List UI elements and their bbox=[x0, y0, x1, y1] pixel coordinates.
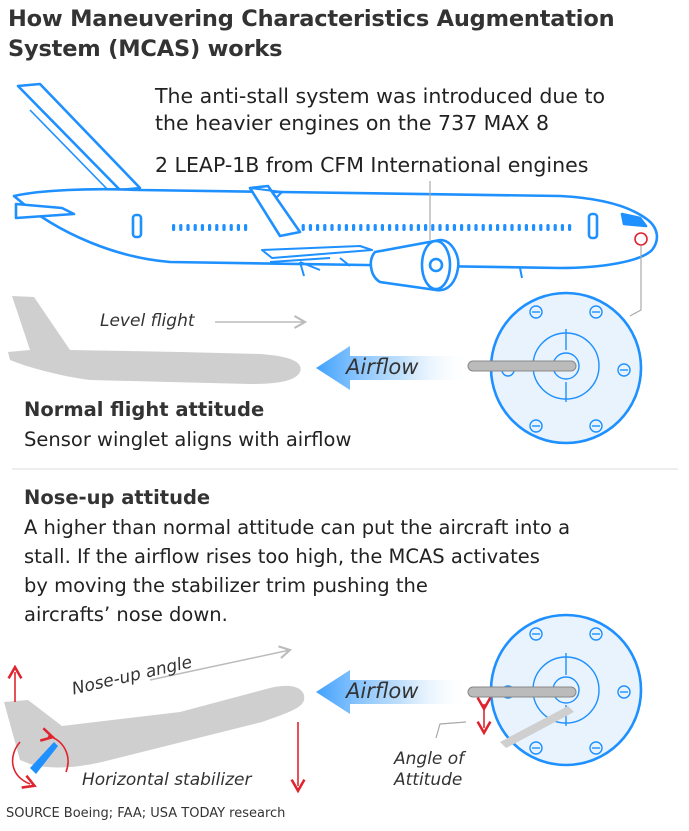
bolt bbox=[529, 741, 543, 755]
window bbox=[553, 224, 557, 231]
window bbox=[395, 224, 399, 231]
window bbox=[560, 224, 564, 231]
window bbox=[539, 224, 543, 231]
sensor-leader-line bbox=[629, 246, 642, 317]
bolt bbox=[529, 627, 543, 641]
window bbox=[424, 224, 428, 231]
page-title: How Maneuvering Characteristics Augmenta… bbox=[8, 6, 615, 62]
window bbox=[323, 224, 327, 231]
window bbox=[546, 224, 550, 231]
window bbox=[330, 224, 334, 231]
window bbox=[359, 224, 363, 231]
window bbox=[503, 224, 507, 231]
window bbox=[452, 224, 456, 231]
intro-line-2: the heavier engines on the 737 MAX 8 bbox=[155, 111, 549, 135]
window bbox=[193, 224, 197, 231]
aircraft-outline bbox=[12, 82, 659, 292]
noseup-plane-silhouette bbox=[4, 685, 305, 768]
window bbox=[186, 224, 190, 231]
window bbox=[215, 224, 219, 231]
window bbox=[301, 224, 305, 231]
window bbox=[200, 224, 204, 231]
window bbox=[352, 224, 356, 231]
window bbox=[208, 224, 212, 231]
window bbox=[236, 224, 240, 231]
window bbox=[402, 224, 406, 231]
window bbox=[474, 224, 478, 231]
window bbox=[445, 224, 449, 231]
attitude-label-2: Attitude bbox=[394, 770, 463, 790]
window bbox=[438, 224, 442, 231]
noseup-heading: Nose-up attitude bbox=[24, 486, 211, 509]
window bbox=[229, 224, 233, 231]
bolt bbox=[589, 305, 603, 319]
airflow-label-1: Airflow bbox=[346, 355, 419, 379]
source-note: SOURCE Boeing; FAA; USA TODAY research bbox=[6, 806, 286, 821]
bolt bbox=[589, 627, 603, 641]
airflow-label-2: Airflow bbox=[346, 679, 419, 703]
normal-description: Sensor winglet aligns with airflow bbox=[24, 428, 352, 451]
bolt bbox=[529, 419, 543, 433]
window bbox=[416, 224, 420, 231]
window bbox=[366, 224, 370, 231]
window bbox=[316, 224, 320, 231]
window bbox=[409, 224, 413, 231]
window bbox=[467, 224, 471, 231]
noseup-line-4: aircrafts’ nose down. bbox=[24, 603, 228, 626]
window bbox=[496, 224, 500, 231]
window bbox=[460, 224, 464, 231]
window bbox=[524, 224, 528, 231]
attitude-label-1: Angle of bbox=[394, 749, 465, 769]
window bbox=[179, 224, 183, 231]
normal-heading: Normal flight attitude bbox=[24, 398, 265, 421]
stabilizer-label: Horizontal stabilizer bbox=[82, 770, 252, 790]
window bbox=[431, 224, 435, 231]
airflow-arrow-1 bbox=[316, 346, 470, 390]
window bbox=[388, 224, 392, 231]
aoa-sensor-dial-2 bbox=[435, 613, 643, 767]
window bbox=[488, 224, 492, 231]
noseup-line-1: A higher than normal attitude can put th… bbox=[24, 516, 571, 539]
window bbox=[517, 224, 521, 231]
window bbox=[510, 224, 514, 231]
bolt bbox=[589, 741, 603, 755]
window bbox=[244, 224, 248, 231]
stabilizer-rotation bbox=[11, 727, 69, 789]
aircraft-windows bbox=[172, 224, 572, 231]
window bbox=[373, 224, 377, 231]
window bbox=[222, 224, 226, 231]
window bbox=[172, 224, 176, 231]
window bbox=[481, 224, 485, 231]
noseup-line-3: by moving the stabilizer trim pushing th… bbox=[24, 574, 428, 597]
intro-line-1: The anti-stall system was introduced due… bbox=[155, 84, 606, 108]
window bbox=[568, 224, 572, 231]
bolt bbox=[589, 419, 603, 433]
airflow-arrow-2 bbox=[316, 670, 470, 714]
bolt bbox=[617, 363, 631, 377]
aoa-sensor-dial-1 bbox=[467, 291, 643, 445]
window bbox=[380, 224, 384, 231]
noseup-line-2: stall. If the airflow rises too high, th… bbox=[24, 545, 540, 568]
bolt bbox=[617, 685, 631, 699]
window bbox=[308, 224, 312, 231]
window bbox=[344, 224, 348, 231]
engines-label: 2 LEAP-1B from CFM International engines bbox=[155, 153, 589, 177]
bolt bbox=[529, 305, 543, 319]
window bbox=[532, 224, 536, 231]
level-plane-silhouette bbox=[8, 296, 301, 384]
level-flight-label: Level flight bbox=[100, 311, 195, 331]
window bbox=[337, 224, 341, 231]
noseup-angle-arrow bbox=[149, 645, 293, 681]
